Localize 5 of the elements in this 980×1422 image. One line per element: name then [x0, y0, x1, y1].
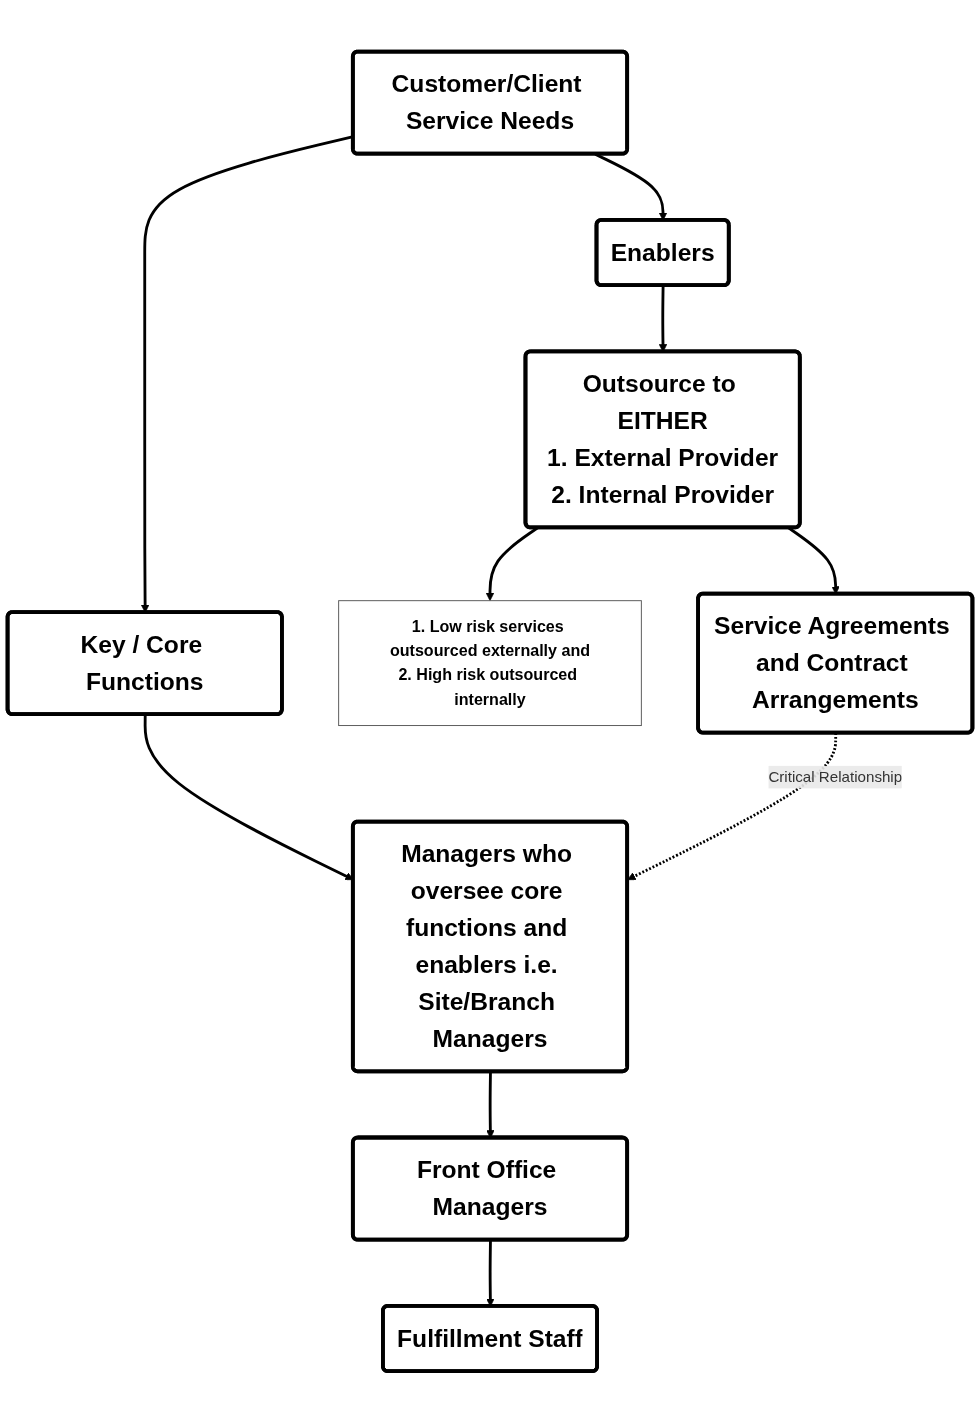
arrow — [658, 285, 668, 352]
arrow — [486, 1071, 495, 1138]
node-box: 1. Low risk services outsourced externally and 2. High risk outsourced internally — [338, 599, 642, 726]
edge-label: Critical Relationship — [768, 768, 903, 785]
arrow — [485, 526, 539, 601]
